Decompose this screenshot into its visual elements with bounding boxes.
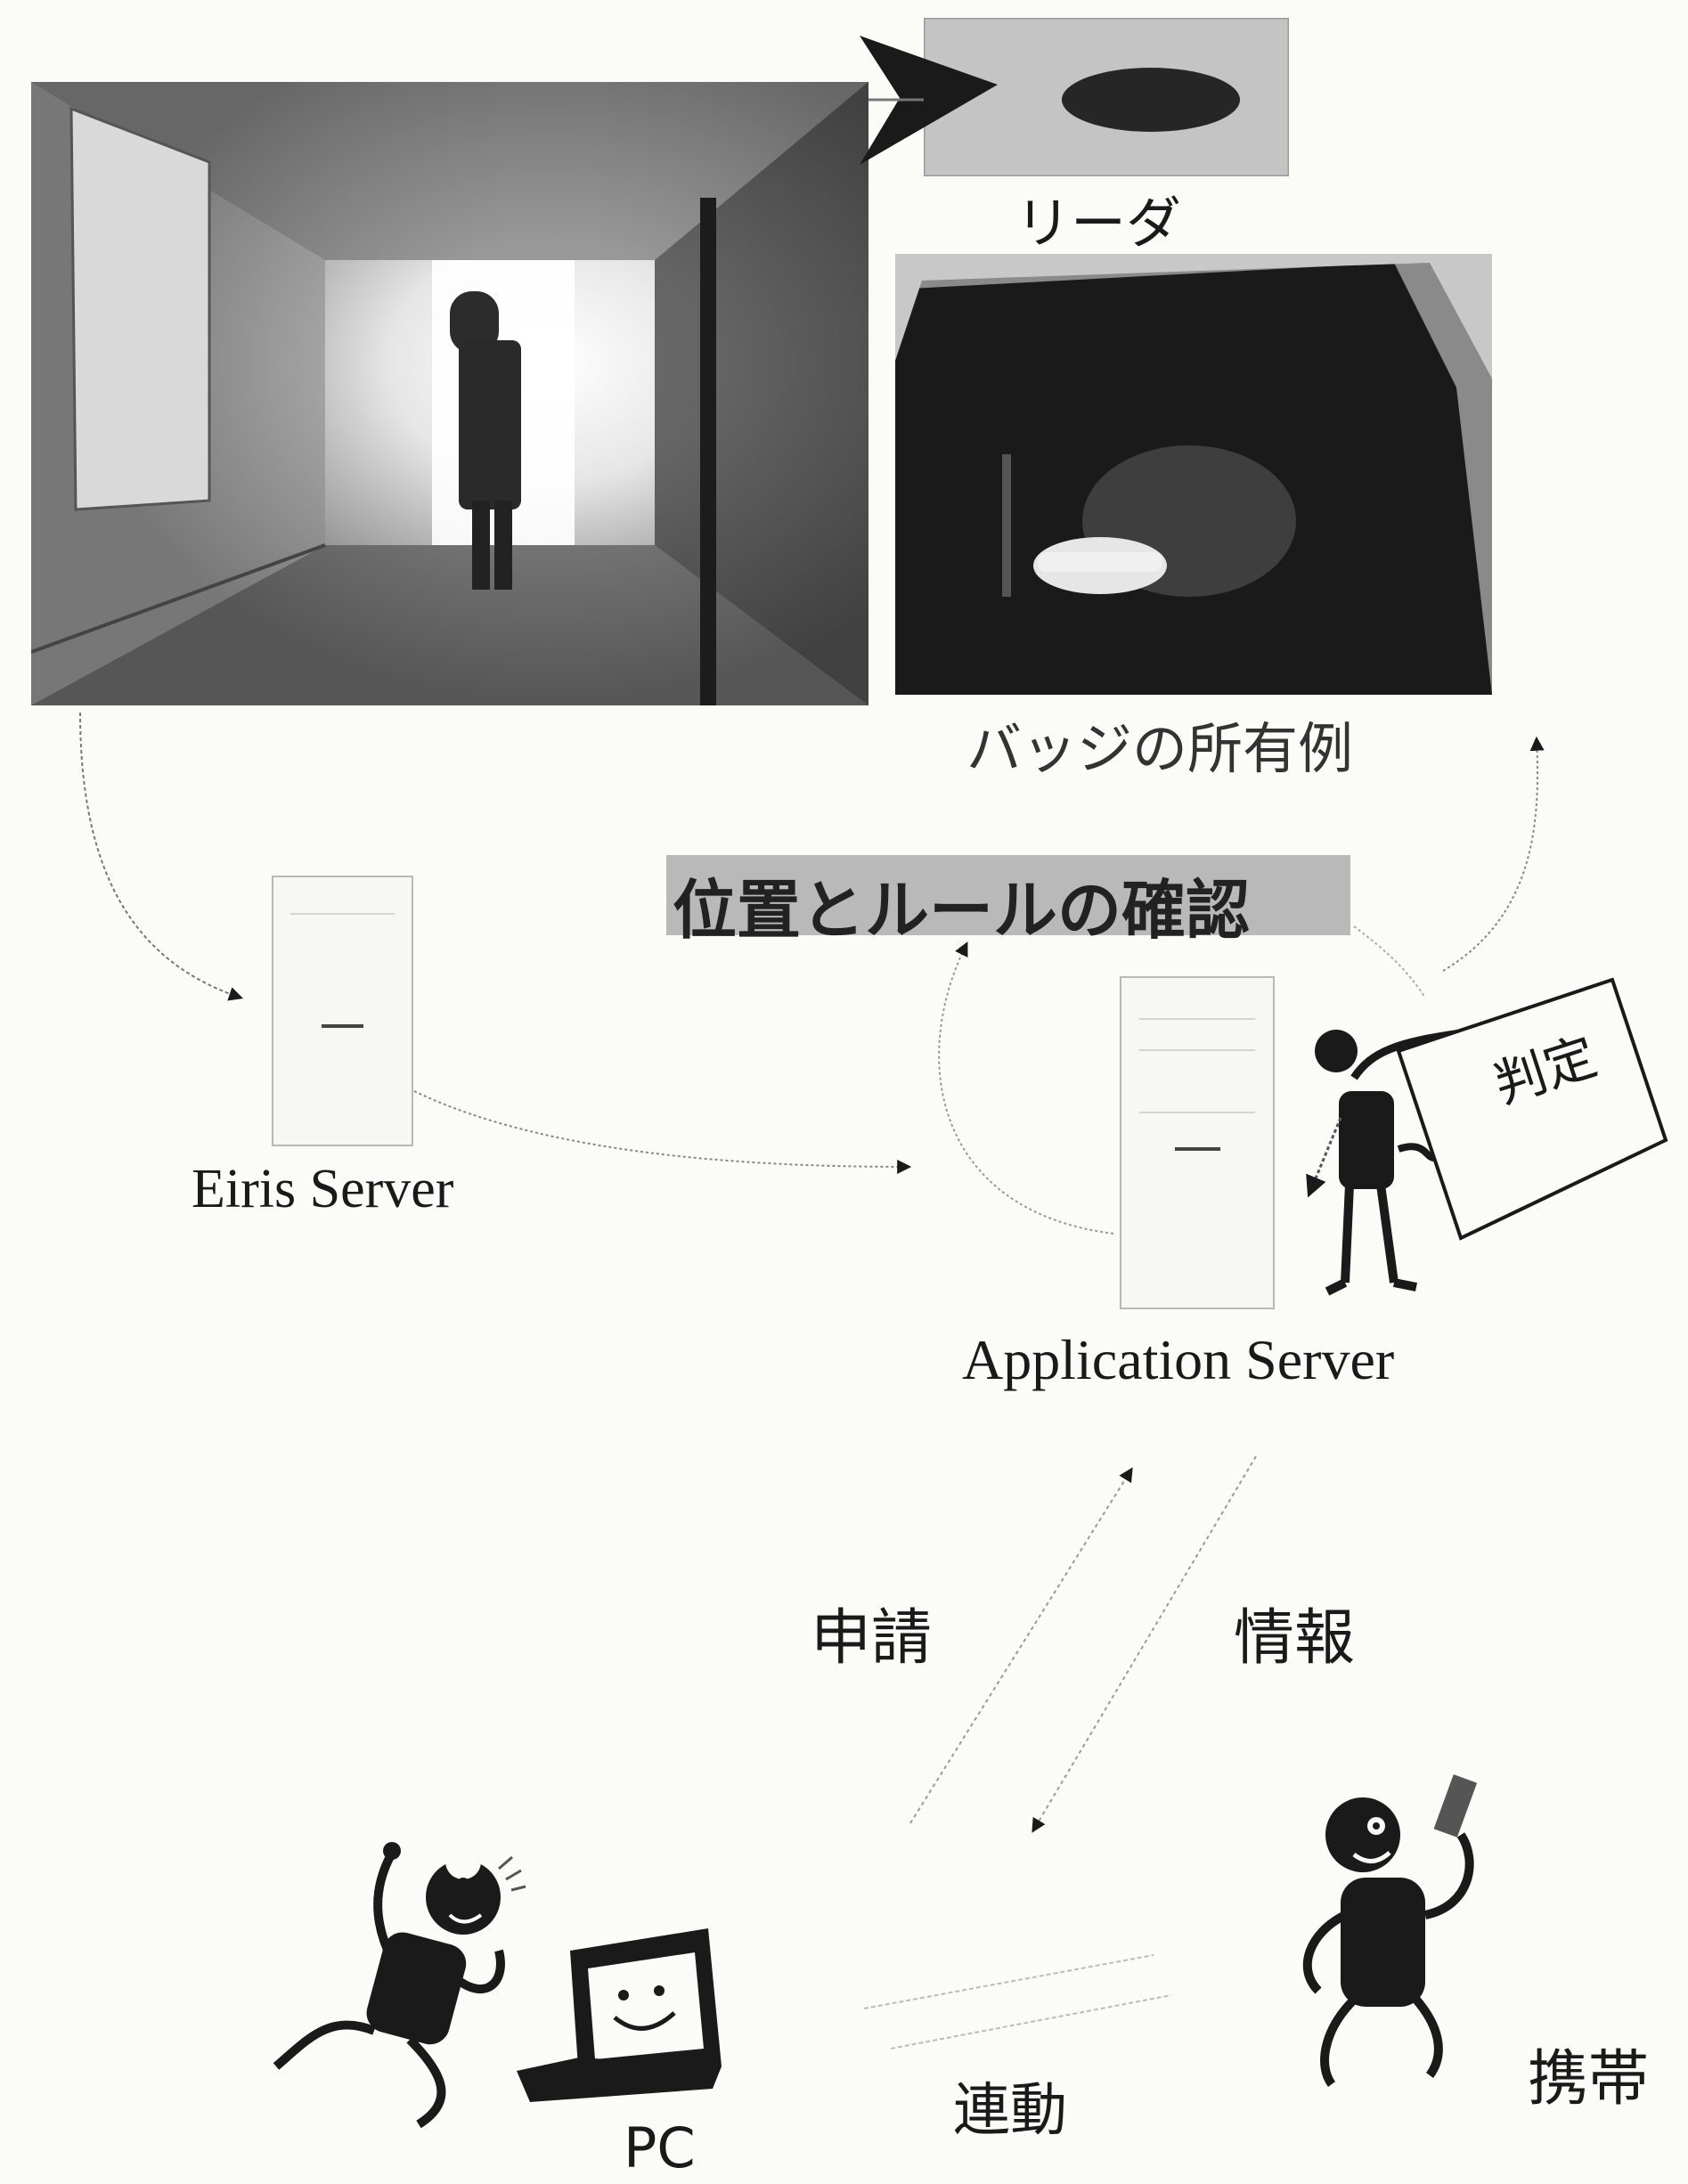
- position-rule-check-box: [666, 855, 1350, 935]
- reader-arrow-icon: [860, 36, 998, 165]
- judge-figure-icon: [1306, 1029, 1462, 1296]
- position-rule-check-label: 位置とルールの確認: [673, 873, 1251, 948]
- information-label: 情報: [1234, 1603, 1356, 1674]
- linkage-line-bottom: [890, 1994, 1172, 2050]
- application-server-icon: [1120, 976, 1275, 1309]
- badge-example-label: バッジの所有例: [966, 716, 1354, 781]
- linkage-label: 連動: [953, 2078, 1067, 2144]
- corridor-photo: [31, 82, 868, 705]
- pc-person-icon: [273, 1842, 526, 2129]
- linkage-line-top: [863, 1954, 1154, 2009]
- pc-label: PC: [624, 2115, 696, 2180]
- mobile-person-icon: [1302, 1774, 1478, 2087]
- mobile-label: 携帯: [1528, 2044, 1650, 2115]
- eiris-server-icon: [272, 876, 413, 1146]
- request-line: [908, 1467, 1133, 1827]
- laptop-icon: [517, 1928, 722, 2102]
- arrow-corridor-to-eiris: [79, 712, 244, 1001]
- arrow-app-to-check: [938, 941, 1114, 1235]
- arrow-judge-to-badge: [1442, 736, 1545, 972]
- request-label: 申請: [811, 1603, 933, 1674]
- reader-label: リーダ: [1015, 191, 1182, 256]
- badge-photo: [895, 254, 1492, 695]
- judgement-sign-icon: [1396, 977, 1668, 1241]
- eiris-server-label: Eiris Server: [192, 1159, 454, 1219]
- application-server-label: Application Server: [962, 1328, 1395, 1391]
- arrow-eiris-to-app: [413, 1090, 912, 1174]
- reader-photo: [924, 18, 1289, 176]
- information-line: [1032, 1455, 1257, 1833]
